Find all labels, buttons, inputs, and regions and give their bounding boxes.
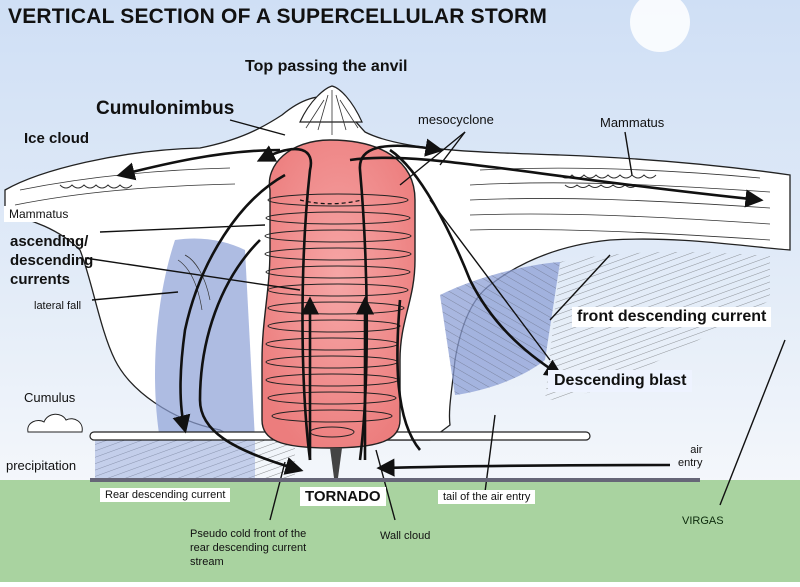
label-air-entry: air entry <box>678 444 702 470</box>
label-lateral-fall: lateral fall <box>34 300 82 312</box>
sun-glow <box>630 0 690 52</box>
label-mammatus-left: Mammatus <box>4 206 74 222</box>
label-pseudo-line3: stream <box>190 556 224 568</box>
label-cumulonimbus: Cumulonimbus <box>96 98 235 119</box>
label-pseudo-line2: rear descending current <box>190 542 307 554</box>
mammatus-left-shape <box>59 184 133 189</box>
label-air-entry-line2: entry <box>678 457 703 469</box>
cumulus-cloud <box>27 413 83 433</box>
label-ice-cloud: Ice cloud <box>24 130 90 147</box>
precipitation-hatch <box>95 440 295 482</box>
leader-lines <box>84 119 786 521</box>
label-mesocyclone: mesocyclone <box>418 112 494 127</box>
label-ascending-line1: ascending/ <box>10 233 89 250</box>
label-descending-blast: Descending blast <box>548 370 693 392</box>
label-top-passing-anvil: Top passing the anvil <box>245 58 408 75</box>
label-tail-air-entry: tail of the air entry <box>438 490 536 504</box>
label-pseudo-line1: Pseudo cold front of the <box>190 528 307 540</box>
tornado-funnel <box>330 448 342 478</box>
label-mammatus-right: Mammatus <box>600 115 665 130</box>
label-wall-cloud: Wall cloud <box>380 530 431 542</box>
updraft-core <box>261 139 416 449</box>
label-front-descending-current: front descending current <box>572 307 772 327</box>
label-tornado: TORNADO <box>300 487 386 506</box>
mesocyclone-spiral <box>264 193 412 438</box>
label-precipitation: precipitation <box>6 458 77 473</box>
label-air-entry-line1: air <box>690 444 703 456</box>
label-cumulus: Cumulus <box>24 390 76 405</box>
diagram-title: VERTICAL SECTION OF A SUPERCELLULAR STOR… <box>8 5 548 28</box>
label-rear-descending-current: Rear descending current <box>100 488 231 502</box>
label-virgas: VIRGAS <box>682 515 724 527</box>
label-pseudo-cold-front: Pseudo cold front of the rear descending… <box>190 527 306 569</box>
ground-strip <box>90 478 700 482</box>
label-ascending-descending: ascending/ descending currents <box>10 232 93 289</box>
airflow-arrows <box>116 138 764 477</box>
label-ascending-line3: currents <box>10 271 71 288</box>
label-ascending-line2: descending <box>10 252 94 269</box>
